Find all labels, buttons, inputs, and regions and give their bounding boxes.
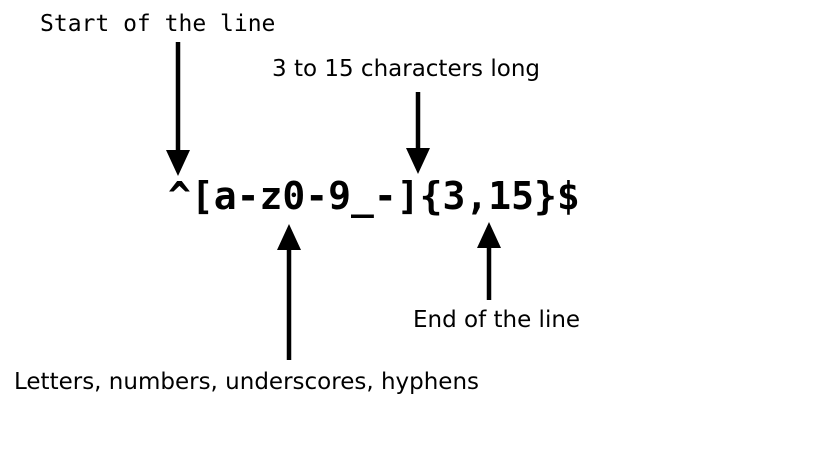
arrow-down-to-caret: [160, 40, 200, 180]
arrow-up-icon: [477, 222, 501, 300]
clipped-left-glyph: :: [0, 371, 2, 394]
arrow-up-icon: [277, 224, 301, 360]
regex-pattern: ^[a-z0-9_-]{3,15}$: [168, 174, 580, 218]
arrow-down-icon: [166, 42, 190, 176]
arrow-down-icon: [406, 92, 430, 174]
label-end-of-line: End of the line: [413, 307, 581, 333]
label-length-quantifier: 3 to 15 characters long: [272, 56, 540, 82]
label-start-of-line: Start of the line: [40, 11, 276, 37]
arrow-up-to-character-class: [271, 222, 311, 364]
arrow-up-to-dollar: [471, 220, 511, 304]
label-character-class: Letters, numbers, underscores, hyphens: [14, 369, 480, 395]
arrow-down-to-quantifier: [400, 90, 440, 180]
